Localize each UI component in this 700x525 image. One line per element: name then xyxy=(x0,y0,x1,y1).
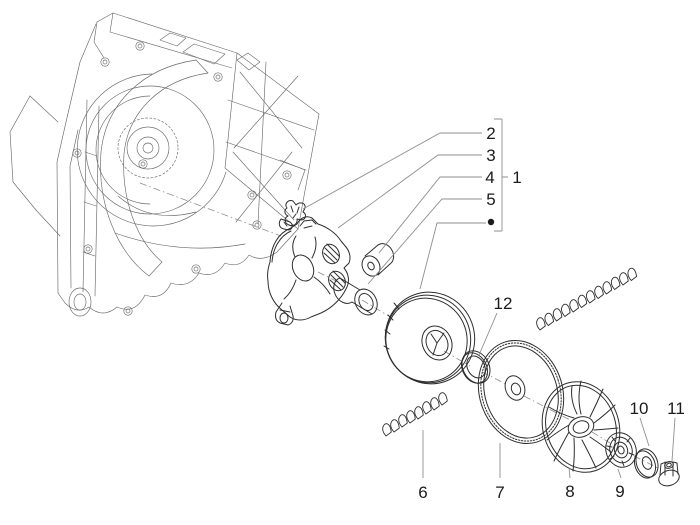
ramp-plate-part xyxy=(267,216,351,326)
fan-pulley-part xyxy=(541,380,621,473)
guide-clip-part xyxy=(278,200,306,231)
leader-line-bullet xyxy=(419,222,486,290)
callout-1-label: 1 xyxy=(512,168,521,187)
callout-7-label: 7 xyxy=(495,483,504,502)
callout-4-label: 4 xyxy=(485,168,494,187)
leader-line-11 xyxy=(671,417,676,462)
bullet-marker xyxy=(487,218,495,226)
leader-lines xyxy=(302,118,676,479)
callout-11-label: 11 xyxy=(667,399,685,418)
large-roller-part xyxy=(333,277,378,316)
leader-line-2 xyxy=(302,132,482,210)
callout-labels: 2 3 4 5 1 12 6 7 8 9 10 11 xyxy=(418,124,685,502)
callout-6-label: 6 xyxy=(418,483,427,502)
leader-line-3 xyxy=(337,154,482,229)
callout-12-label: 12 xyxy=(494,294,513,313)
callout-5-label: 5 xyxy=(486,190,495,209)
bolt-bosses xyxy=(72,41,292,316)
toothed-ring-part xyxy=(477,339,565,445)
callout-8-label: 8 xyxy=(565,482,574,501)
drive-face-part xyxy=(383,291,476,385)
leader-line-10 xyxy=(639,417,650,447)
callout-10-label: 10 xyxy=(630,399,649,418)
callout-9-label: 9 xyxy=(615,482,624,501)
seal-ring-part xyxy=(461,350,491,384)
small-roller-part xyxy=(361,243,395,277)
belt-segment-upper xyxy=(533,266,639,331)
leader-line-9 xyxy=(617,468,622,479)
callout-3-label: 3 xyxy=(486,146,495,165)
leader-line-5 xyxy=(367,198,482,285)
crankcase-drawing xyxy=(9,12,320,317)
one-way-bearing-part xyxy=(605,432,637,468)
kit-bracket xyxy=(494,118,508,232)
callout-2-label: 2 xyxy=(486,124,495,143)
belt-segment-lower xyxy=(379,391,450,437)
nut-part xyxy=(658,461,680,487)
leader-line-8 xyxy=(568,466,571,479)
leader-line-12 xyxy=(478,312,498,356)
washer-part xyxy=(633,448,659,479)
leader-line-4 xyxy=(378,176,482,254)
